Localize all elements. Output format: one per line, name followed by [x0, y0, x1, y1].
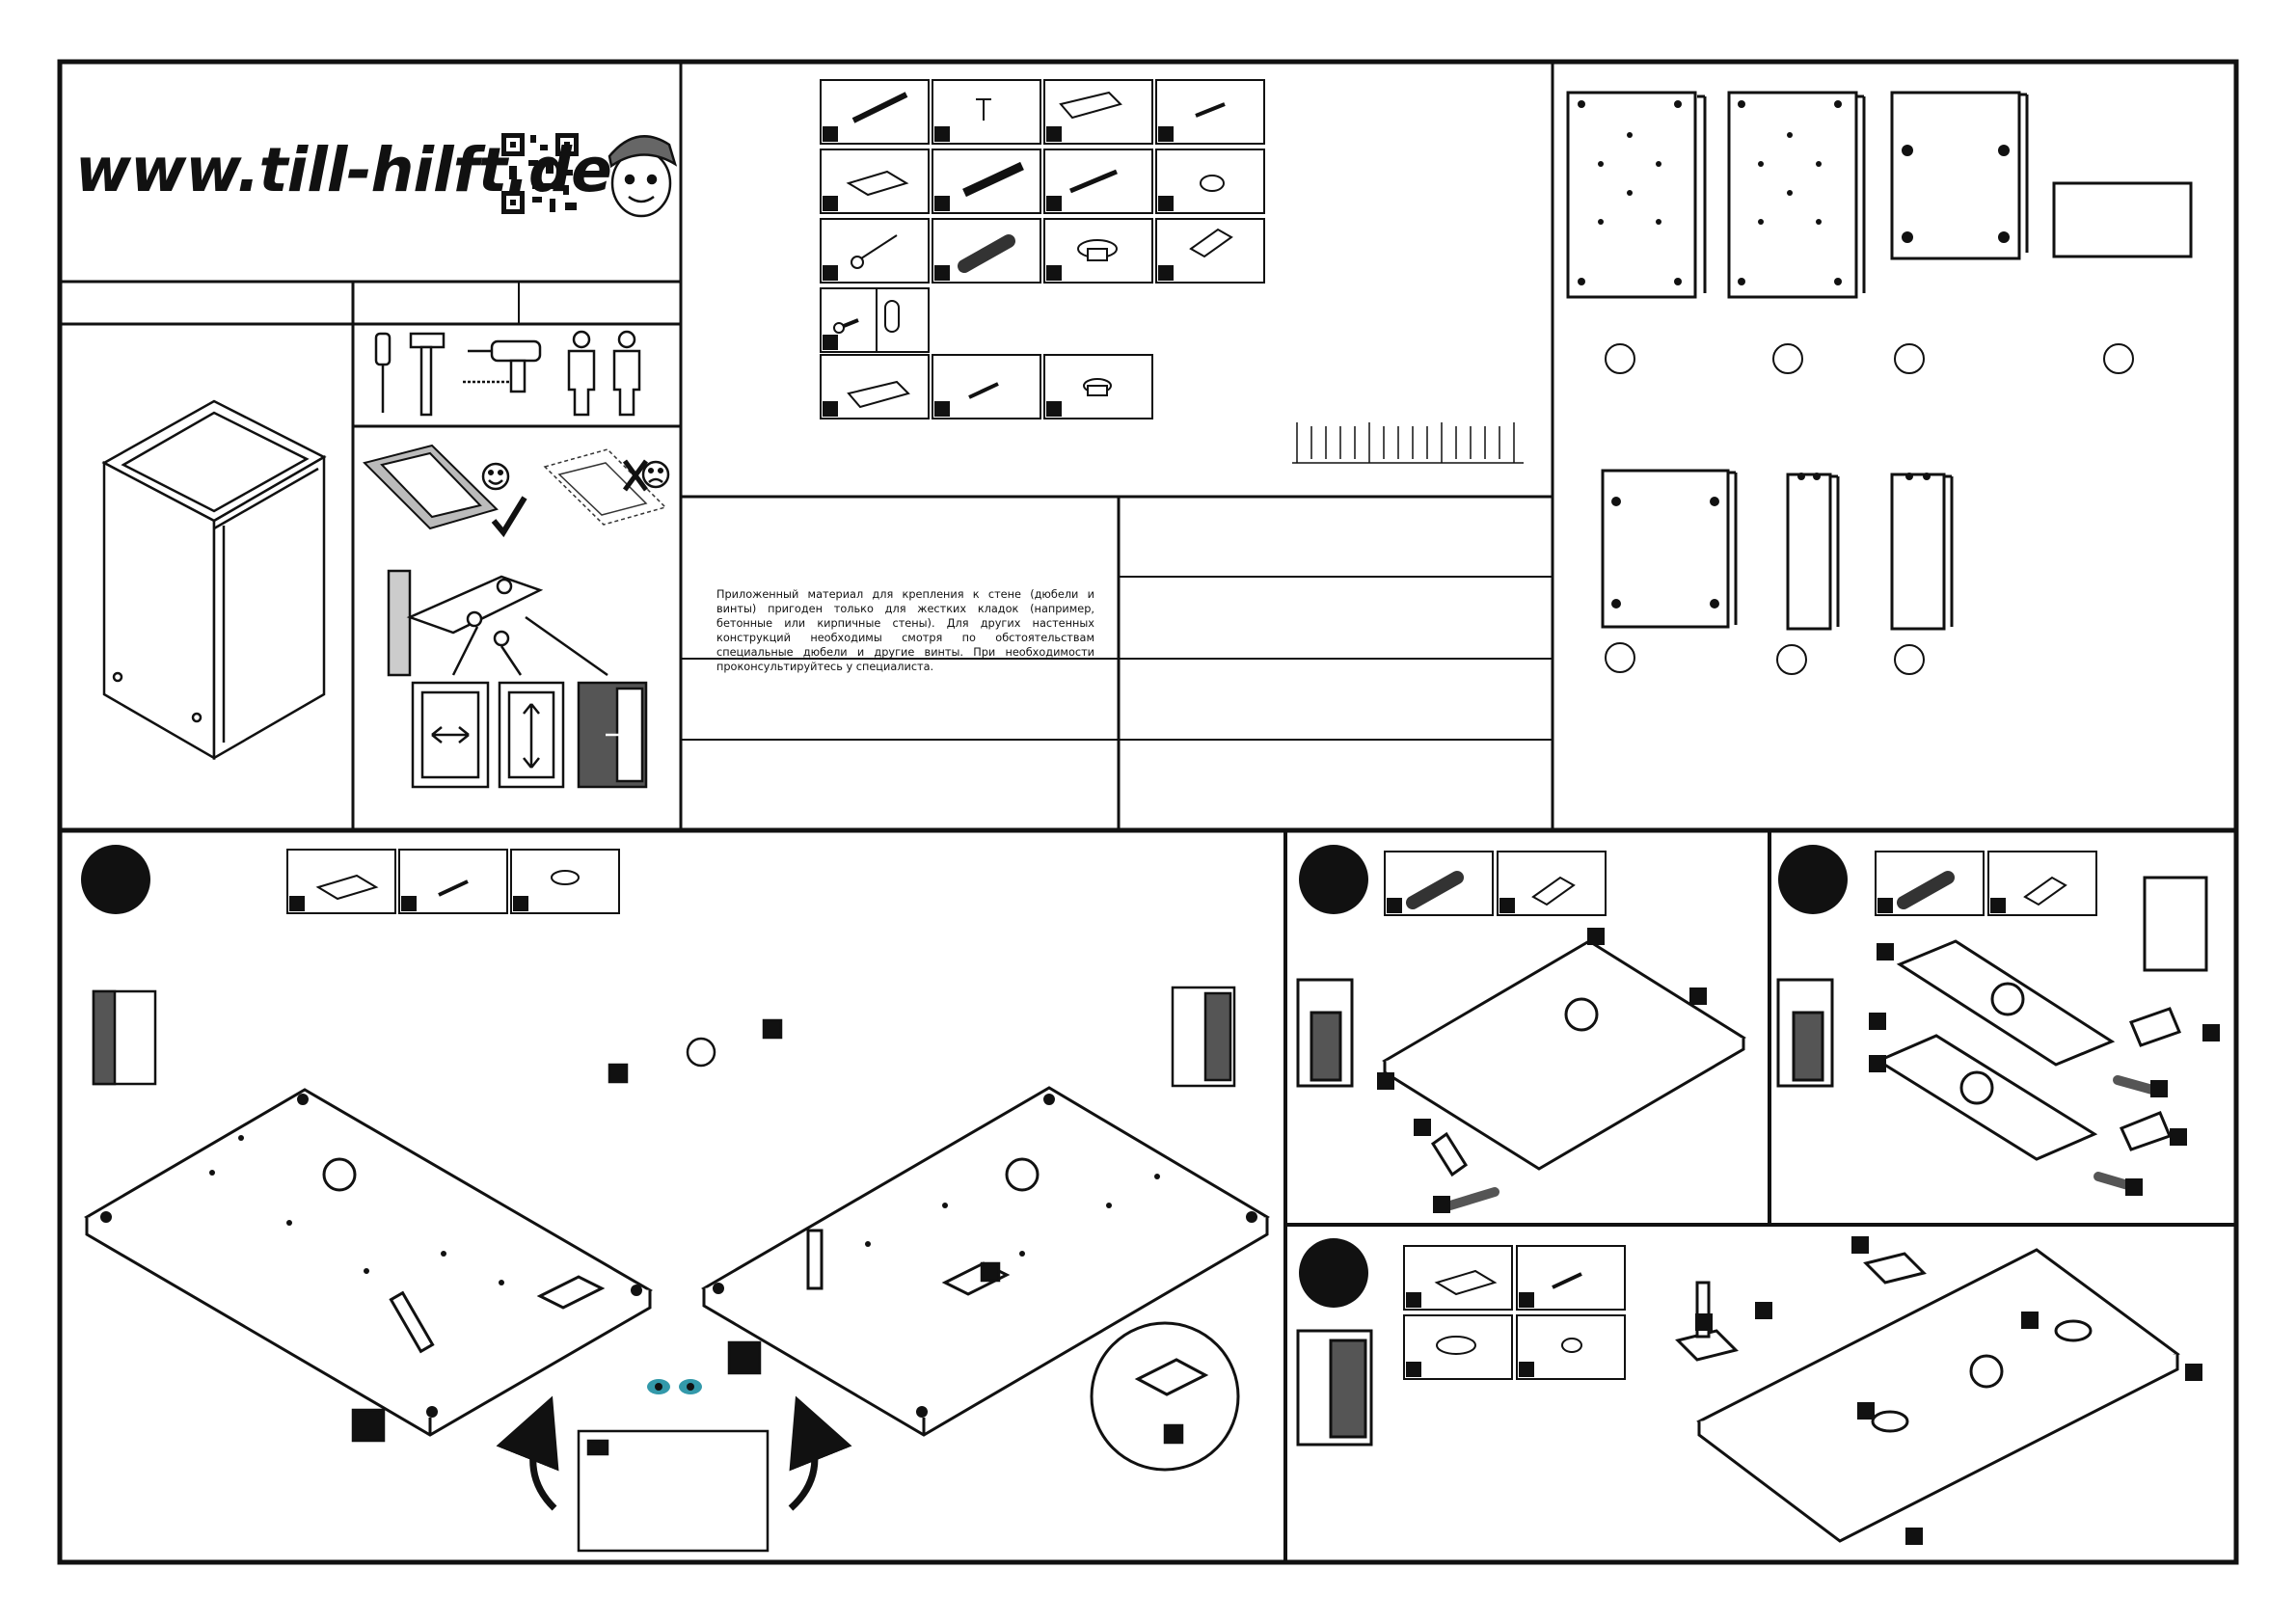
step4-assembly: [1296, 1236, 2202, 1545]
panels-overview: [1566, 91, 2193, 675]
step-badge-3: [1778, 845, 1848, 914]
hammer-icon: [409, 332, 446, 417]
mascot-icon: [608, 135, 678, 218]
step1-panel-right: [701, 1086, 1270, 1472]
step-badge-2: [1299, 845, 1368, 914]
step1-cabinet-icons: [92, 986, 1236, 1445]
wall-mounting-notice: Приложенный материал для крепления к сте…: [716, 588, 1094, 673]
step2-assembly: [1296, 928, 1746, 1213]
step-badge-1: [81, 845, 150, 914]
website-url[interactable]: www.till-hilft.de: [75, 135, 612, 205]
step1-notes: [496, 1395, 852, 1553]
step-badge-4: [1299, 1238, 1368, 1308]
ruler-scale: [1292, 422, 1524, 464]
screwdriver-icon: [374, 332, 392, 413]
frame-lines: [57, 59, 2239, 1565]
carpet-bad-illustration: [543, 448, 667, 526]
frown-icon: [641, 460, 670, 489]
step3-assembly: [1776, 876, 2220, 1196]
two-persons-icon: [567, 330, 641, 417]
step-part-boxes: [286, 849, 2097, 1380]
step1-panel-left: [84, 1088, 653, 1437]
eyes-icon: [647, 1379, 702, 1394]
qr-code-icon: [501, 133, 579, 214]
drill-icon: [463, 339, 542, 393]
hinge-adjustment-illustration: [387, 569, 648, 789]
smiley-icon: [481, 462, 510, 491]
parts-grid: [820, 79, 1265, 419]
carpet-good-illustration: [363, 444, 527, 538]
cabinet-preview-illustration: [101, 399, 327, 761]
